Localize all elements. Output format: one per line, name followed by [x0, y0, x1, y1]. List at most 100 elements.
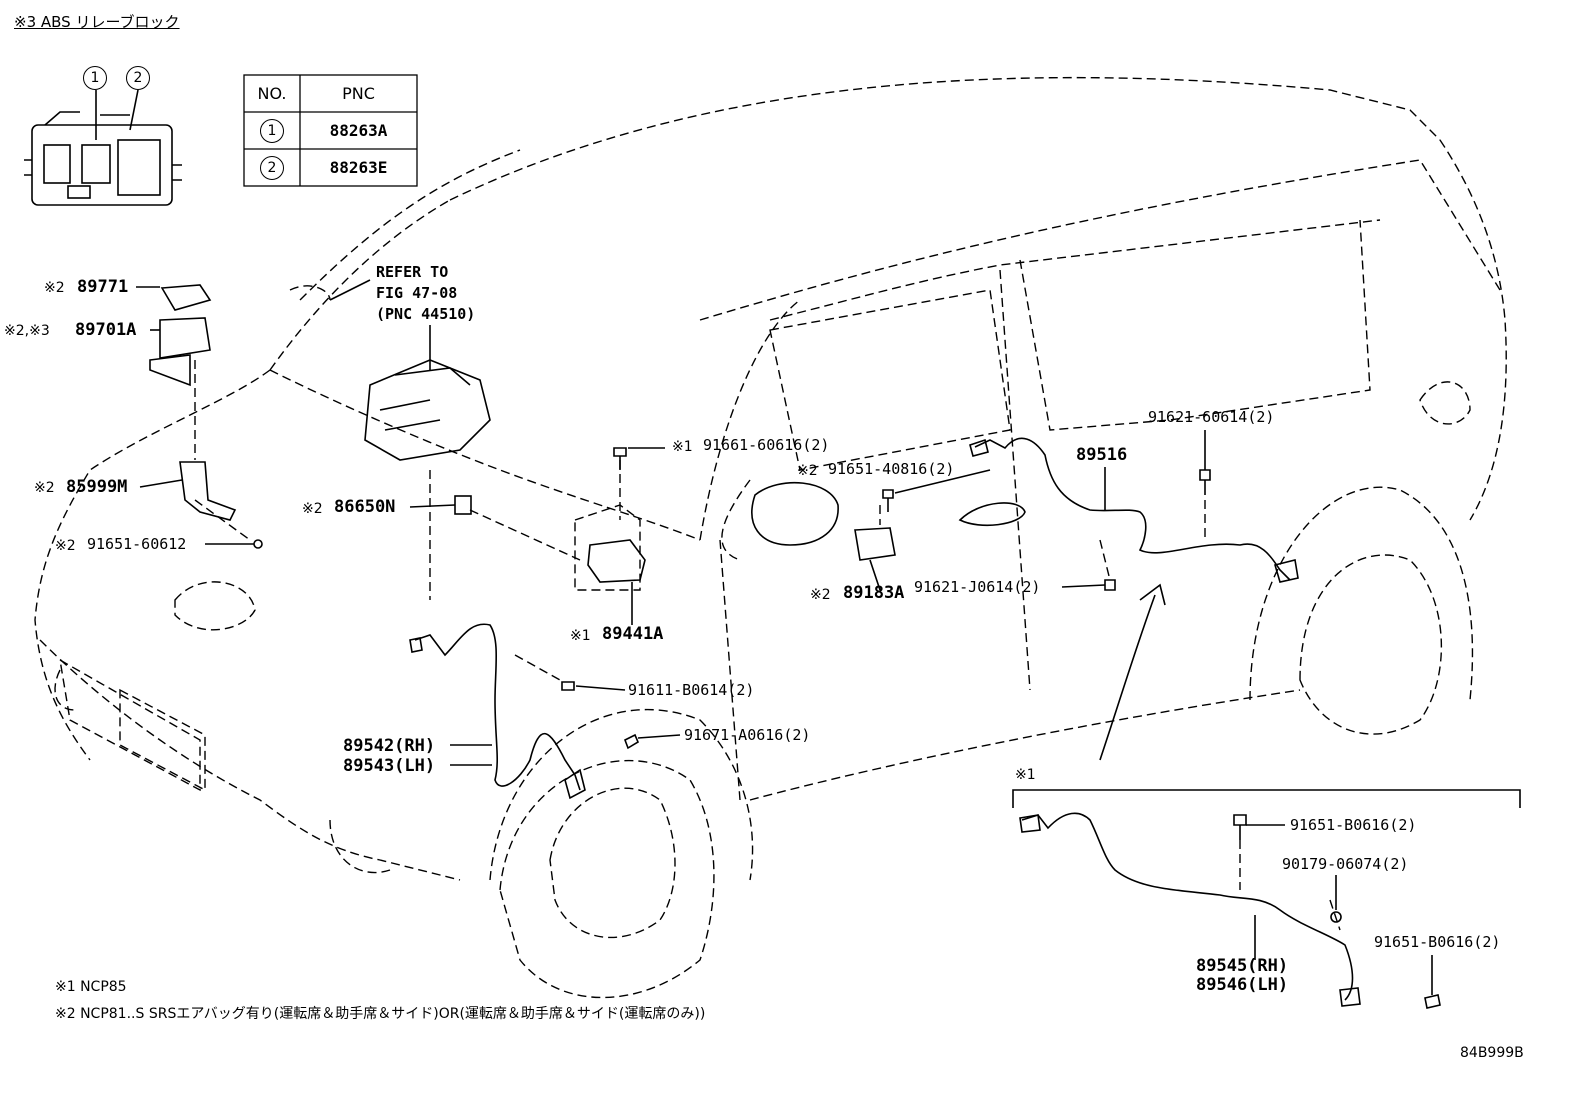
abs-actuator-lines [379, 399, 441, 431]
pnc-row-2-pnc: 88263E [329, 158, 388, 177]
leader-91611 [514, 654, 561, 681]
harness-89542-connector [409, 637, 423, 653]
car-front-wheel-arch [489, 709, 754, 881]
car-side-body [699, 299, 801, 801]
part-91621-J0614: 91621-J0614(2) [914, 578, 1041, 596]
bracket-85999 [179, 461, 237, 521]
door-handle [958, 502, 1026, 527]
inset-bracket [1012, 789, 1521, 808]
car-roof-outline [449, 76, 1441, 201]
car-fog-left [54, 669, 76, 711]
car-fender-arc [289, 285, 331, 301]
arrow-head [1139, 583, 1166, 606]
refer-line-3: (PNC 44510) [376, 305, 476, 323]
relay-socket-1 [43, 144, 71, 184]
refer-line-2: FIG 47-08 [376, 284, 458, 302]
leader-box-89441 [574, 504, 641, 591]
part-91671: 91671-A0616(2) [684, 726, 811, 744]
relay-side-tab-left [24, 159, 32, 176]
clip-86650 [454, 495, 472, 515]
abs-actuator-top [394, 367, 471, 386]
car-rear-wheel [1299, 554, 1442, 735]
part-89516: 89516 [1076, 445, 1128, 465]
inset-bolt-bottom [1424, 994, 1441, 1009]
bolt-91651-60612 [253, 539, 263, 549]
part-85999M: 85999M [66, 477, 128, 497]
inset-part-90179: 90179-06074(2) [1282, 855, 1409, 873]
inset-note: ※1 [1015, 767, 1036, 783]
sensor-rear [1273, 559, 1299, 583]
inset-sensor [1339, 987, 1361, 1007]
pnc-row-2-no: 2 [244, 149, 300, 186]
part-91621-60614: 91621-60614(2) [1148, 408, 1275, 426]
leader-86650 [469, 509, 581, 561]
car-rear-light [1419, 381, 1471, 425]
relay-callout-circle-2: 2 [126, 66, 150, 90]
leader-85999M [139, 479, 183, 488]
bolt-91611 [561, 681, 575, 691]
footnote-1: ※1 NCP85 [55, 979, 127, 995]
pnc-header-no: NO. [257, 84, 287, 103]
leader-91611-b [575, 685, 626, 691]
relay-callout-2 [129, 89, 139, 131]
part-91611: 91611-B0614(2) [628, 681, 755, 699]
part-89542: 89542(RH) [343, 736, 436, 756]
relay-bottom-tab [67, 185, 91, 199]
note-89701A: ※2,※3 [4, 323, 50, 339]
inset-washer [1330, 911, 1342, 923]
note-89183A: ※2 [810, 587, 831, 603]
bolt-91671 [623, 733, 640, 750]
pnc-header-pnc: PNC [342, 84, 375, 103]
inset-part-91651-b0616-b: 91651-B0616(2) [1374, 933, 1501, 951]
note-86650N: ※2 [302, 501, 323, 517]
car-rear-window [1019, 219, 1371, 431]
car-front-window [769, 289, 1011, 471]
bolt-91621-60614 [1199, 469, 1211, 495]
harness-89542 [414, 623, 581, 791]
relay-callout-circle-1: 1 [83, 66, 107, 90]
car-side-sill [749, 689, 1301, 801]
leader-inset-washer [1329, 899, 1341, 931]
sensor-front [564, 768, 586, 800]
pnc-row-1-no: 1 [244, 112, 300, 149]
car-roofline-side [699, 159, 1501, 321]
relay-top-ridge [44, 111, 130, 126]
inset-connector [1019, 814, 1041, 833]
leader-91671 [637, 734, 681, 739]
sensor-89183 [854, 527, 896, 561]
bolt-91651-40816 [882, 489, 894, 512]
part-91661: 91661-60616(2) [703, 436, 830, 454]
part-89771: 89771 [77, 277, 129, 297]
leader-91621-j [1061, 584, 1106, 588]
relay-cover [160, 284, 212, 311]
part-89701A: 89701A [75, 320, 137, 340]
inset-part-91651-b0616-a: 91651-B0616(2) [1290, 816, 1417, 834]
inset-harness [1021, 812, 1354, 1001]
part-91651-40816: 91651-40816(2) [828, 460, 955, 478]
car-door-top [769, 219, 1381, 321]
relay-block-body [31, 124, 173, 206]
inset-bolt-top [1233, 814, 1247, 840]
bolt-91621-j0614 [1104, 579, 1116, 591]
part-89543: 89543(LH) [343, 756, 436, 776]
bolt-91661 [613, 447, 627, 470]
leader-refer [329, 279, 371, 301]
car-rear-body [1439, 139, 1507, 521]
part-86650N: 86650N [334, 497, 396, 517]
car-front-bumper [39, 639, 461, 881]
part-91651-60612: 91651-60612 [87, 535, 187, 553]
harness-89516-connector [969, 438, 989, 457]
note-91661: ※1 [672, 439, 693, 455]
inset-part-89546: 89546(LH) [1196, 975, 1289, 995]
inset-part-89545: 89545(RH) [1196, 956, 1289, 976]
figure-code: 84B999B [1460, 1045, 1524, 1061]
note-89771: ※2 [44, 280, 65, 296]
car-windshield-outline [269, 149, 521, 371]
relay-block-title: ※3 ABS リレーブロック [14, 13, 180, 31]
pnc-table-grid [243, 74, 418, 187]
car-front-wheel [499, 759, 715, 999]
leader-91651-40816 [894, 469, 991, 494]
car-fog-right [329, 819, 391, 874]
